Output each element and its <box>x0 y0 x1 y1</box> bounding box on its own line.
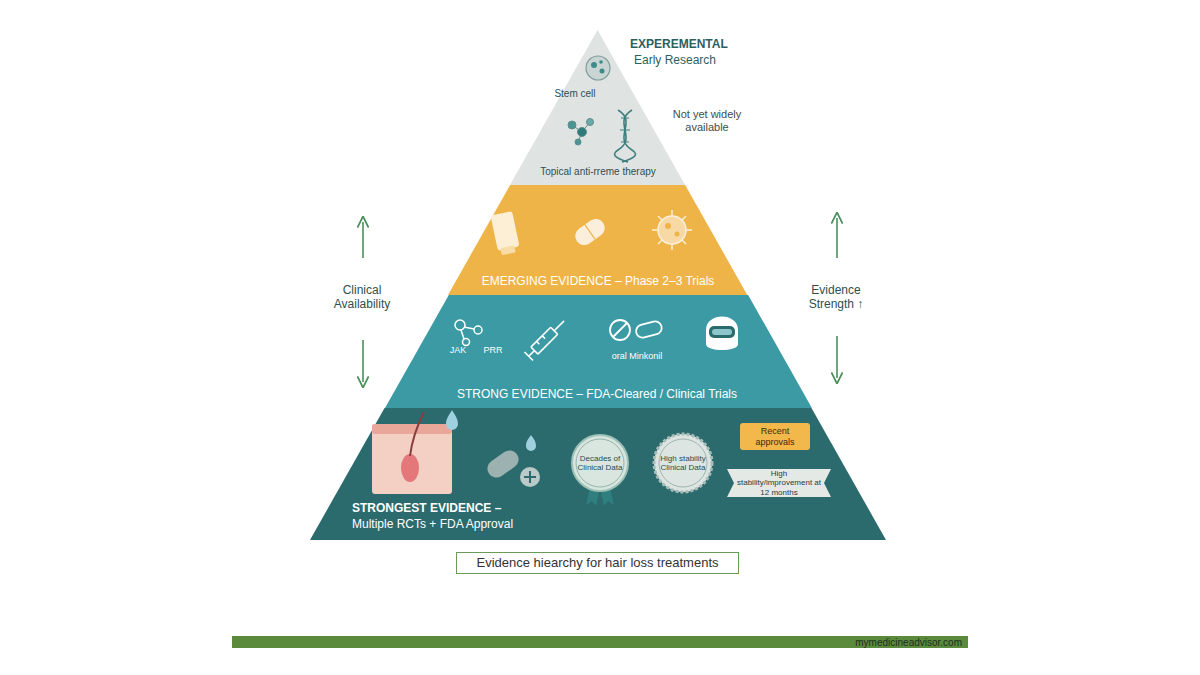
tag-label: Recent approvals <box>740 423 810 450</box>
strongest-band: STRONGEST EVIDENCE – Multiple RCTs + FDA … <box>310 408 886 540</box>
badge-text: High stability Clinical Data <box>660 454 706 472</box>
icon-label: JAK <box>443 345 473 355</box>
band-shape <box>310 408 886 540</box>
icon-label: oral Minkonil <box>597 351 677 361</box>
band-subtitle: Multiple RCTs + FDA Approval <box>352 518 513 532</box>
strong-band: JAK PRR oral MinkonilSTRONG EVIDENCE – FDA… <box>385 295 812 408</box>
badge-circle: Decades of Clinical Data <box>571 434 629 492</box>
seal-ring <box>659 439 707 487</box>
seal-shape <box>654 434 712 492</box>
icon-label: PRR <box>478 345 508 355</box>
band-title: STRONG EVIDENCE – FDA-Cleared / Clinical… <box>407 388 787 402</box>
badge-shape <box>572 435 628 491</box>
axis-label: Clinical Availability <box>317 284 407 312</box>
band-title: STRONGEST EVIDENCE – <box>352 502 501 516</box>
emerging-band: EMERGING EVIDENCE – Phase 2–3 Trials <box>448 185 747 295</box>
badge-text: Decades of Clinical Data <box>577 454 623 472</box>
down-arrow <box>836 336 838 378</box>
badge-text: Recent approvals <box>744 426 806 447</box>
down-arrow <box>362 340 364 382</box>
icon-label: Topical anti-rreme therapy <box>513 166 683 178</box>
seal-badge: High stability Clinical Data <box>653 433 713 493</box>
band-shape <box>448 185 747 295</box>
experimental-band: EXPEREMENTALEarly ResearchStem cellTopic… <box>510 30 685 185</box>
badge-text: High stability/improvement at 12 months <box>735 469 823 497</box>
ribbon-label: High stability/improvement at 12 months <box>727 469 831 497</box>
band-title: EMERGING EVIDENCE – Phase 2–3 Trials <box>448 275 748 289</box>
up-arrow <box>836 218 838 258</box>
badge-ring <box>576 439 624 487</box>
tag-shape <box>740 423 810 450</box>
band-heading: EXPEREMENTAL <box>630 38 728 52</box>
ribbon-shape <box>727 469 831 497</box>
icon-label: Stem cell <box>545 88 605 100</box>
watermark: mymedicineadvisor.com <box>762 637 962 649</box>
band-shape <box>385 295 812 408</box>
axis-label: Evidence Strength ↑ <box>796 284 876 312</box>
side-note: Not yet widely available <box>667 108 747 133</box>
caption: Evidence hiearchy for hair loss treatmen… <box>456 552 739 574</box>
footer-bar <box>232 636 968 648</box>
band-subheading: Early Research <box>634 54 716 68</box>
up-arrow <box>362 222 364 258</box>
